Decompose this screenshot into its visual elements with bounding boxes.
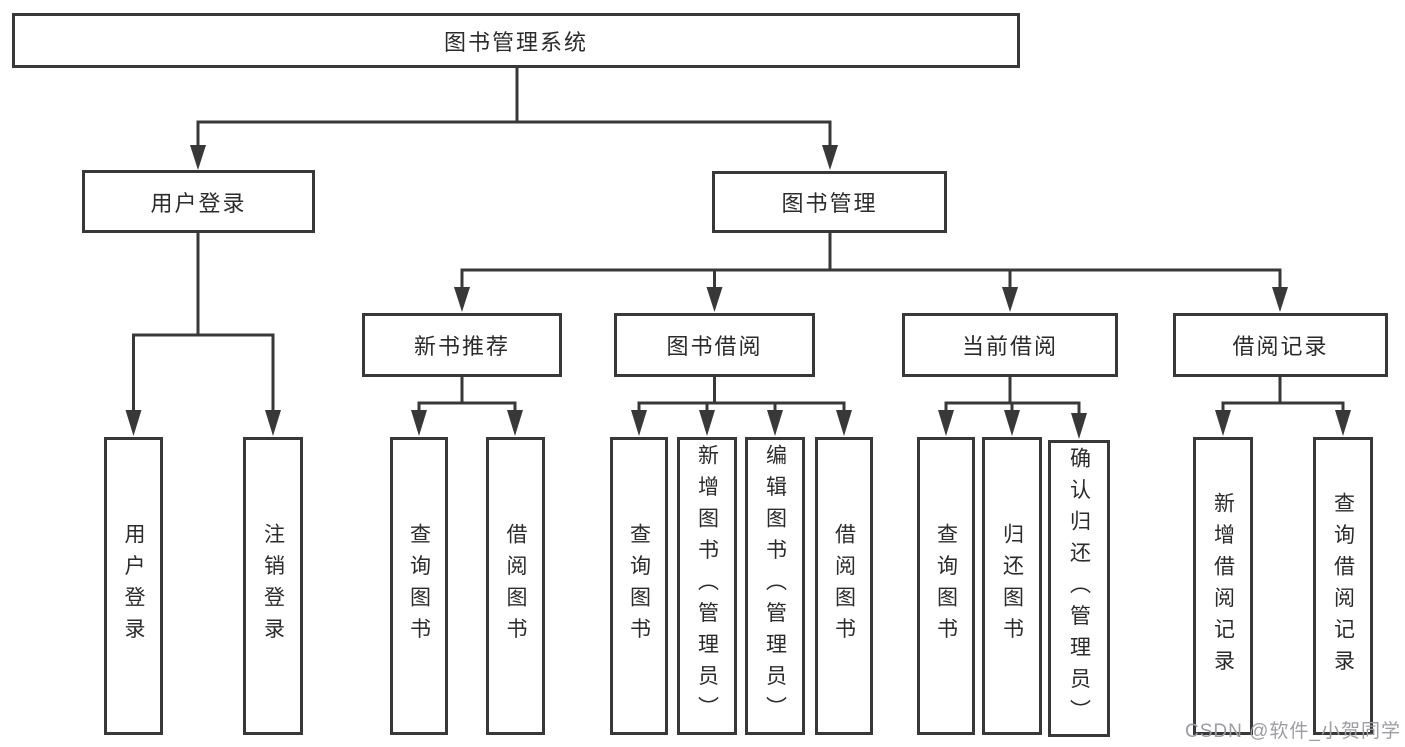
leaf-borrow-query-books: 查询图书 <box>610 437 668 735</box>
leaf-label: 注销登录 <box>261 523 285 649</box>
node-book-management: 图书管理 <box>712 171 947 233</box>
node-borrowing-records: 借阅记录 <box>1173 313 1388 377</box>
leaf-edit-book-admin: 编辑图书（管理员） <box>745 437 805 735</box>
leaf-confirm-return-admin: 确认归还（管理员） <box>1048 440 1110 737</box>
leaf-newbook-borrow-books: 借阅图书 <box>486 437 545 735</box>
node-label: 当前借阅 <box>961 334 1058 359</box>
leaf-label: 查询图书 <box>407 523 431 649</box>
node-library-management-system: 图书管理系统 <box>12 13 1020 68</box>
leaf-query-borrow-record: 查询借阅记录 <box>1313 437 1373 735</box>
node-user-login: 用户登录 <box>82 170 315 233</box>
edge-current-borrowing-children <box>938 377 1087 439</box>
watermark: CSDN @软件_小贺同学 <box>1185 721 1401 742</box>
leaf-label: 编辑图书（管理员） <box>763 444 787 728</box>
leaf-label: 借阅图书 <box>504 523 527 649</box>
leaf-label: 查询借阅记录 <box>1331 491 1355 681</box>
leaf-newbook-query-books: 查询图书 <box>390 437 448 735</box>
leaf-label: 确认归还（管理员） <box>1067 446 1091 731</box>
leaf-label: 用户登录 <box>122 523 145 649</box>
leaf-label: 归还图书 <box>1000 523 1024 649</box>
edge-root-to-level2 <box>190 68 838 170</box>
leaf-label: 借阅图书 <box>832 523 856 649</box>
node-label: 图书管理系统 <box>443 29 588 55</box>
leaf-label: 新增借阅记录 <box>1211 491 1235 681</box>
node-current-borrowing: 当前借阅 <box>902 313 1118 377</box>
node-label: 图书借阅 <box>666 334 763 359</box>
leaf-add-book-admin: 新增图书（管理员） <box>677 437 737 735</box>
edge-new-book-children <box>411 377 523 436</box>
leaf-return-books: 归还图书 <box>982 437 1042 735</box>
edge-user-login-children <box>125 233 281 436</box>
leaf-label: 查询图书 <box>627 523 651 649</box>
leaf-user-login: 用户登录 <box>104 437 163 735</box>
edge-borrowing-records-children <box>1215 377 1351 436</box>
leaf-logout: 注销登录 <box>243 437 303 735</box>
node-new-book-recommendation: 新书推荐 <box>362 313 562 377</box>
node-book-borrowing: 图书借阅 <box>614 313 815 377</box>
leaf-current-query-books: 查询图书 <box>917 437 975 735</box>
node-label: 图书管理 <box>781 191 878 216</box>
leaf-label: 查询图书 <box>934 523 958 649</box>
leaf-borrow-borrow-books: 借阅图书 <box>815 437 873 735</box>
node-label: 借阅记录 <box>1232 334 1329 359</box>
leaf-add-borrow-record: 新增借阅记录 <box>1193 437 1253 735</box>
node-label: 用户登录 <box>150 190 247 216</box>
node-label: 新书推荐 <box>413 334 510 359</box>
edge-book-borrowing-children <box>631 377 852 436</box>
edge-book-management-children <box>454 233 1288 312</box>
leaf-label: 新增图书（管理员） <box>695 444 719 728</box>
